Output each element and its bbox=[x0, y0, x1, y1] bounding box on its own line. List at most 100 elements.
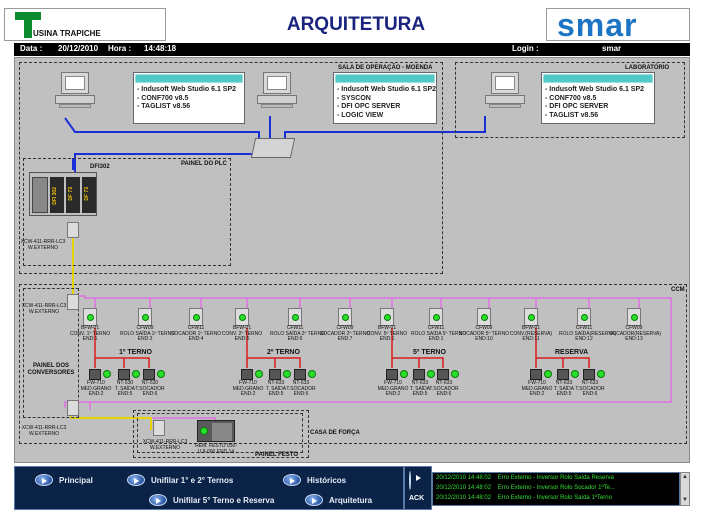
ccm-drive-text: END:7 bbox=[337, 336, 353, 342]
arrow-right-icon bbox=[305, 494, 323, 506]
ccm-drive-text: END:10 bbox=[475, 336, 493, 342]
time-value: 14:48:18 bbox=[144, 44, 177, 53]
instrument-text: FW-710 bbox=[384, 380, 402, 386]
instrument-text: END:2 bbox=[88, 391, 104, 397]
instrument-text: T.SOCADOR bbox=[575, 385, 605, 392]
ccm-drive-icon[interactable] bbox=[627, 308, 641, 326]
software-line: - CONF700 v8.5 bbox=[545, 94, 597, 102]
instrument-icon[interactable] bbox=[294, 369, 306, 380]
alarm-scrollbar[interactable]: ▲ ▼ bbox=[680, 472, 690, 506]
status-ok-icon bbox=[400, 370, 408, 378]
status-ok-icon bbox=[292, 314, 299, 321]
instrument-text: FW-710 bbox=[239, 380, 257, 386]
software-line: - Indusoft Web Studio 6.1 SP2 bbox=[137, 86, 237, 93]
group-title: 5º TERNO bbox=[413, 349, 446, 356]
status-ok-icon bbox=[544, 370, 552, 378]
instrument-icon[interactable] bbox=[241, 369, 253, 380]
festo-remote-icon[interactable] bbox=[197, 420, 235, 442]
software-line: - CONF700 v8.5 bbox=[137, 94, 189, 102]
status-ok-icon bbox=[581, 314, 588, 321]
workstation-2[interactable] bbox=[257, 72, 297, 108]
ccm-drive-text: ROLO SAÍDA 1º TERNO bbox=[120, 330, 176, 337]
ccm-drive-text: CONV. 2º TERNO bbox=[221, 330, 263, 337]
instrument-icon[interactable] bbox=[89, 369, 101, 380]
alarm-list[interactable]: 20/12/2010 14:48:02 Erro Externo - Inver… bbox=[432, 472, 680, 506]
nav-principal-button[interactable]: Principal bbox=[35, 473, 93, 487]
module-label: DF 73 bbox=[84, 187, 90, 201]
instrument-text: T.SOCADOR bbox=[135, 385, 165, 392]
converter-2-icon[interactable] bbox=[67, 400, 79, 416]
nav-historicos-button[interactable]: Históricos bbox=[283, 473, 346, 487]
ccm-label: CCM bbox=[671, 287, 685, 293]
nav-unifilar-12-button[interactable]: Unifilar 1° e 2° Ternos bbox=[127, 473, 233, 487]
lab-room bbox=[455, 62, 685, 138]
scroll-down-icon[interactable]: ▼ bbox=[682, 497, 688, 503]
arrow-right-icon bbox=[35, 474, 53, 486]
ccm-drive-icon[interactable] bbox=[338, 308, 352, 326]
ccm-drive-icon[interactable] bbox=[288, 308, 302, 326]
instrument-icon[interactable] bbox=[413, 369, 425, 380]
instrument-icon[interactable] bbox=[386, 369, 398, 380]
status-ok-icon bbox=[132, 370, 140, 378]
status-ok-icon bbox=[239, 314, 246, 321]
operation-room bbox=[19, 62, 443, 274]
plant-name: USINA TRAPICHE bbox=[33, 29, 101, 38]
login-value[interactable]: smar bbox=[602, 44, 622, 53]
instrument-icon[interactable] bbox=[143, 369, 155, 380]
ccm-drive-icon[interactable] bbox=[577, 308, 591, 326]
instrument-icon[interactable] bbox=[557, 369, 569, 380]
ccm-drive-icon[interactable] bbox=[524, 308, 538, 326]
instrument-icon[interactable] bbox=[583, 369, 595, 380]
ccm-drive-icon[interactable] bbox=[83, 308, 97, 326]
status-ok-icon bbox=[87, 314, 94, 321]
scroll-up-icon[interactable]: ▲ bbox=[682, 474, 688, 480]
instrument-icon[interactable] bbox=[269, 369, 281, 380]
ccm-drive-text: CFW09 bbox=[475, 325, 493, 331]
instrument-text: NT-633 bbox=[581, 380, 599, 386]
ccm-drive-text: END:1 bbox=[428, 336, 444, 342]
festo-converter-icon[interactable] bbox=[153, 420, 165, 436]
converter-1-icon[interactable] bbox=[67, 294, 79, 310]
instrument-text: NT-633 bbox=[411, 380, 429, 386]
alarm-row[interactable]: 20/12/2010 14:48:02 Erro Externo - Inver… bbox=[436, 475, 614, 481]
nav-unifilar-5-button[interactable]: Unifilar 5° Terno e Reserva bbox=[149, 493, 274, 507]
nav-arquitetura-button[interactable]: Arquitetura bbox=[305, 493, 372, 507]
instrument-text: T.SOCADOR bbox=[429, 385, 459, 392]
workstation-1[interactable] bbox=[55, 72, 95, 108]
ccm-drive-text: CFW11 bbox=[427, 325, 445, 331]
ccm-drive-icon[interactable] bbox=[138, 308, 152, 326]
nav-label: Unifilar 5° Terno e Reserva bbox=[173, 495, 275, 505]
plc-converter-icon[interactable] bbox=[67, 222, 79, 238]
instrument-text: FW-710 bbox=[87, 380, 105, 386]
plc-rack[interactable]: DFI 302 DF 73 DF 73 bbox=[29, 172, 97, 216]
ethernet-switch-icon[interactable] bbox=[250, 138, 296, 158]
ccm-drive-text: CFW11 bbox=[187, 325, 205, 331]
ccm-drive-icon[interactable] bbox=[189, 308, 203, 326]
software-line: - SYSCON bbox=[337, 94, 371, 102]
instrument-icon[interactable] bbox=[118, 369, 130, 380]
ccm-drive-icon[interactable] bbox=[380, 308, 394, 326]
ccm-area bbox=[19, 284, 687, 444]
ccm-drive-icon[interactable] bbox=[429, 308, 443, 326]
ccm-drive-text: CFW11 bbox=[286, 325, 304, 331]
status-ok-icon bbox=[384, 314, 391, 321]
ccm-drive-text: END:5 bbox=[234, 336, 250, 342]
alarm-row[interactable]: 20/12/2010 14:48:02 Erro Externo - Inver… bbox=[436, 485, 615, 491]
architecture-diagram: SALA DE OPERAÇÃO - MOENDA LABORATÓRIO - … bbox=[14, 57, 690, 463]
ack-button[interactable]: ACK bbox=[404, 466, 432, 510]
alarm-row[interactable]: 20/12/2010 14:48:02 Erro Externo - Inver… bbox=[436, 495, 612, 501]
status-ok-icon bbox=[308, 370, 316, 378]
login-label: Login : bbox=[512, 44, 539, 53]
instrument-icon[interactable] bbox=[437, 369, 449, 380]
ccm-drive-icon[interactable] bbox=[477, 308, 491, 326]
workstation-3[interactable] bbox=[485, 72, 525, 108]
ccm-drive-icon[interactable] bbox=[235, 308, 249, 326]
instrument-icon[interactable] bbox=[530, 369, 542, 380]
